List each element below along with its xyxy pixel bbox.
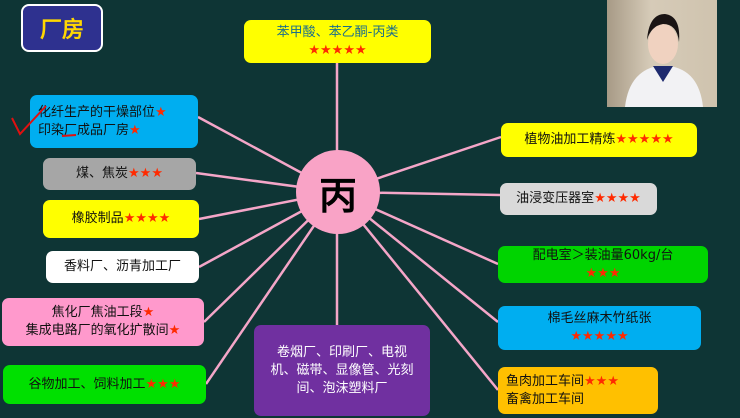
node-cotton: 棉毛丝麻木竹纸张 ★★★★★ [498,306,701,350]
rating-stars: ★ [168,323,181,338]
node-vegetable-oil: 植物油加工精炼★★★★★ [501,123,697,157]
node-text: 油浸变压器室 [516,191,595,206]
node-meat: 鱼肉加工车间★★★ 畜禽加工车间 [498,367,658,414]
node-text: 畜禽加工车间 [506,391,585,407]
node-text: 配电室＞装油量60kg/台 [532,247,674,263]
checkmark-annotation [11,105,47,136]
rating-stars: ★★★★★ [615,132,674,147]
rating-stars: ★ [129,122,141,138]
node-text: 集成电路厂的氧化扩散间 [25,323,169,338]
node-tobacco: 卷烟厂、印刷厂、电视机、磁带、显像管、光刻间、泡沫塑料厂 [254,325,430,416]
node-transformer: 油浸变压器室★★★★ [500,183,657,215]
rating-stars: ★★★ [128,166,163,181]
node-chemical-fiber: 化纤生产的干燥部位★ 印染厂成品厂房★ [30,95,198,148]
center-node: 丙 [296,150,380,234]
rating-stars: ★ [155,104,167,120]
node-text: 化纤生产的干燥部位 [38,104,156,120]
node-distribution-room: 配电室＞装油量60kg/台 ★★★ [498,246,708,283]
node-text: 棉毛丝麻木竹纸张 [547,311,652,326]
node-text: 印染厂成品厂房 [38,122,130,138]
node-text: 香料厂、沥青加工厂 [63,259,181,274]
rating-stars: ★★★ [584,373,619,389]
node-spice: 香料厂、沥青加工厂 [46,251,199,283]
rating-stars: ★★★★ [594,191,641,206]
rating-stars: ★★★ [585,265,621,281]
node-text: 橡胶制品 [71,211,124,226]
node-text: 苯甲酸、苯乙酮-丙类 [276,24,399,40]
node-text: 鱼肉加工车间 [506,373,585,389]
rating-stars: ★★★★ [123,211,171,226]
underline-annotation [61,134,77,137]
node-grain: 谷物加工、饲料加工★★★ [3,365,206,404]
webcam-video [607,0,717,107]
node-top: 苯甲酸、苯乙酮-丙类 ★★★★★ [244,20,431,63]
node-text: 谷物加工、饲料加工 [28,376,146,392]
node-text: 植物油加工精炼 [524,132,616,147]
node-text: 煤、焦炭 [76,166,129,181]
slide-title: 厂房 [21,4,103,52]
node-coal: 煤、焦炭★★★ [43,158,196,190]
rating-stars: ★★★★★ [570,329,629,344]
node-text: 卷烟厂、印刷厂、电视机、磁带、显像管、光刻间、泡沫塑料厂 [270,344,414,396]
rating-stars: ★★★ [145,376,181,392]
rating-stars: ★★★★★ [308,42,367,58]
node-rubber: 橡胶制品★★★★ [43,200,199,238]
rating-stars: ★ [142,305,155,320]
node-coking: 焦化厂焦油工段★ 集成电路厂的氧化扩散间★ [2,298,204,346]
node-text: 焦化厂焦油工段 [51,305,143,320]
